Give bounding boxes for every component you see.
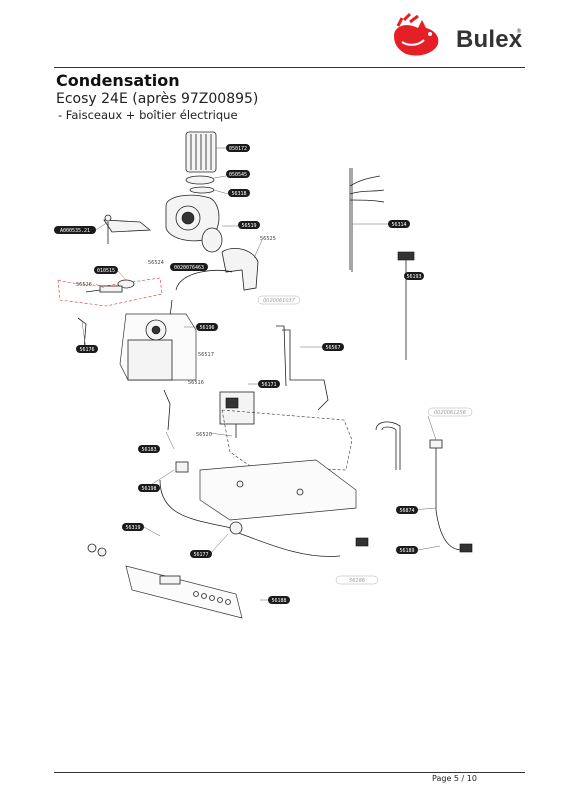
bulex-logo — [394, 12, 439, 56]
flange-gasket — [201, 227, 223, 253]
svg-text:56176: 56176 — [79, 347, 94, 353]
part-label-56183: 56183 — [138, 445, 160, 453]
gas-valve — [219, 391, 255, 438]
svg-text:56526: 56526 — [76, 282, 92, 288]
part-label-a000535: A000535.21 — [54, 226, 96, 234]
part-label-0020061256: 0020061256 — [427, 407, 473, 417]
part-label-56319: 56319 — [122, 523, 144, 531]
control-panel-front — [125, 565, 243, 619]
part-label-0020061037: 0020061037 — [257, 295, 301, 305]
svg-text:050172: 050172 — [229, 146, 247, 152]
svg-text:56198: 56198 — [141, 486, 156, 492]
svg-text:56171: 56171 — [261, 382, 276, 388]
cable-bundle — [349, 168, 385, 272]
svg-text:56519: 56519 — [241, 223, 256, 229]
gasket — [189, 186, 215, 194]
sensor-group-outline — [57, 277, 163, 307]
svg-text:050545: 050545 — [229, 172, 247, 178]
part-label-56526: 56526 — [76, 282, 92, 288]
part-label-56198: 56198 — [138, 484, 160, 492]
part-label-56189: 56189 — [396, 546, 418, 554]
svg-text:56193: 56193 — [406, 274, 421, 280]
chassis-base — [199, 459, 357, 521]
part-label-56193: 56193 — [404, 272, 424, 280]
venturi-elbow — [221, 248, 259, 291]
chassis-outline — [221, 409, 353, 471]
fan-housing — [165, 194, 220, 242]
svg-text:56183: 56183 — [141, 447, 156, 453]
svg-text:56188: 56188 — [271, 598, 286, 604]
footer-divider — [54, 772, 525, 773]
part-label-050172: 050172 — [226, 144, 250, 152]
part-label-56520: 56520 — [196, 432, 212, 438]
part-label-56525: 56525 — [260, 236, 276, 242]
part-label-56188: 56188 — [268, 596, 290, 604]
svg-text:0020061256: 0020061256 — [434, 410, 466, 416]
svg-text:56314: 56314 — [391, 222, 406, 228]
svg-text:56517: 56517 — [198, 352, 214, 358]
svg-text:56567: 56567 — [325, 345, 340, 351]
sensor-cable-56189 — [435, 509, 473, 553]
part-label-56318: 56318 — [228, 189, 250, 197]
part-label-56186: 56186 — [335, 575, 379, 585]
part-label-010515: 010515 — [94, 266, 118, 274]
svg-text:56196: 56196 — [199, 325, 214, 331]
part-label-56519: 56519 — [238, 221, 260, 229]
svg-text:0020076463: 0020076463 — [174, 265, 204, 271]
filter-cartridge — [185, 131, 217, 173]
brand-name: Bulex — [456, 26, 523, 53]
part-label-56567: 56567 — [322, 343, 344, 351]
svg-text:56874: 56874 — [399, 508, 414, 514]
bird-emblem-icon — [394, 12, 439, 56]
section-subtitle: - Faisceaux + boîtier électrique — [58, 108, 238, 122]
part-label-56196: 56196 — [196, 323, 218, 331]
page-number: Page 5 / 10 — [432, 774, 477, 783]
grommets — [87, 543, 107, 557]
part-label-56171: 56171 — [258, 380, 280, 388]
svg-text:56525: 56525 — [260, 236, 276, 242]
svg-text:010515: 010515 — [97, 268, 115, 274]
part-label-56516: 56516 — [188, 380, 204, 386]
svg-text:56516: 56516 — [188, 380, 204, 386]
svg-text:56318: 56318 — [231, 191, 246, 197]
svg-text:0020061037: 0020061037 — [263, 298, 296, 304]
header-divider — [54, 67, 525, 68]
page-title: Condensation — [56, 71, 180, 90]
svg-text:56520: 56520 — [196, 432, 212, 438]
svg-text:56524: 56524 — [148, 260, 164, 266]
registered-mark: ® — [516, 28, 522, 35]
siphon-pipe — [276, 325, 329, 411]
control-box — [119, 313, 197, 381]
ignition-electrode — [103, 214, 152, 244]
model-subtitle: Ecosy 24E (après 97Z00895) — [56, 91, 259, 107]
return-pipe — [375, 421, 443, 510]
ntc-sensor — [85, 279, 135, 293]
svg-text:56186: 56186 — [349, 578, 365, 584]
seal-ring — [185, 175, 215, 185]
part-label-56177: 56177 — [190, 550, 212, 558]
part-label-56176: 56176 — [76, 345, 98, 353]
part-label-56517: 56517 — [198, 352, 214, 358]
temperature-probe — [397, 251, 415, 360]
harness-56183 — [163, 389, 171, 431]
part-label-56524: 56524 — [148, 260, 164, 266]
svg-text:A000535.21: A000535.21 — [60, 228, 90, 234]
main-harness — [159, 479, 369, 557]
svg-text:56177: 56177 — [193, 552, 208, 558]
svg-text:56319: 56319 — [125, 525, 140, 531]
part-label-56314: 56314 — [388, 220, 410, 228]
connector-plug — [175, 461, 189, 473]
svg-text:56189: 56189 — [399, 548, 414, 554]
part-label-050545: 050545 — [226, 170, 250, 178]
part-label-0020076463: 0020076463 — [170, 263, 208, 271]
part-label-56874: 56874 — [396, 506, 418, 514]
